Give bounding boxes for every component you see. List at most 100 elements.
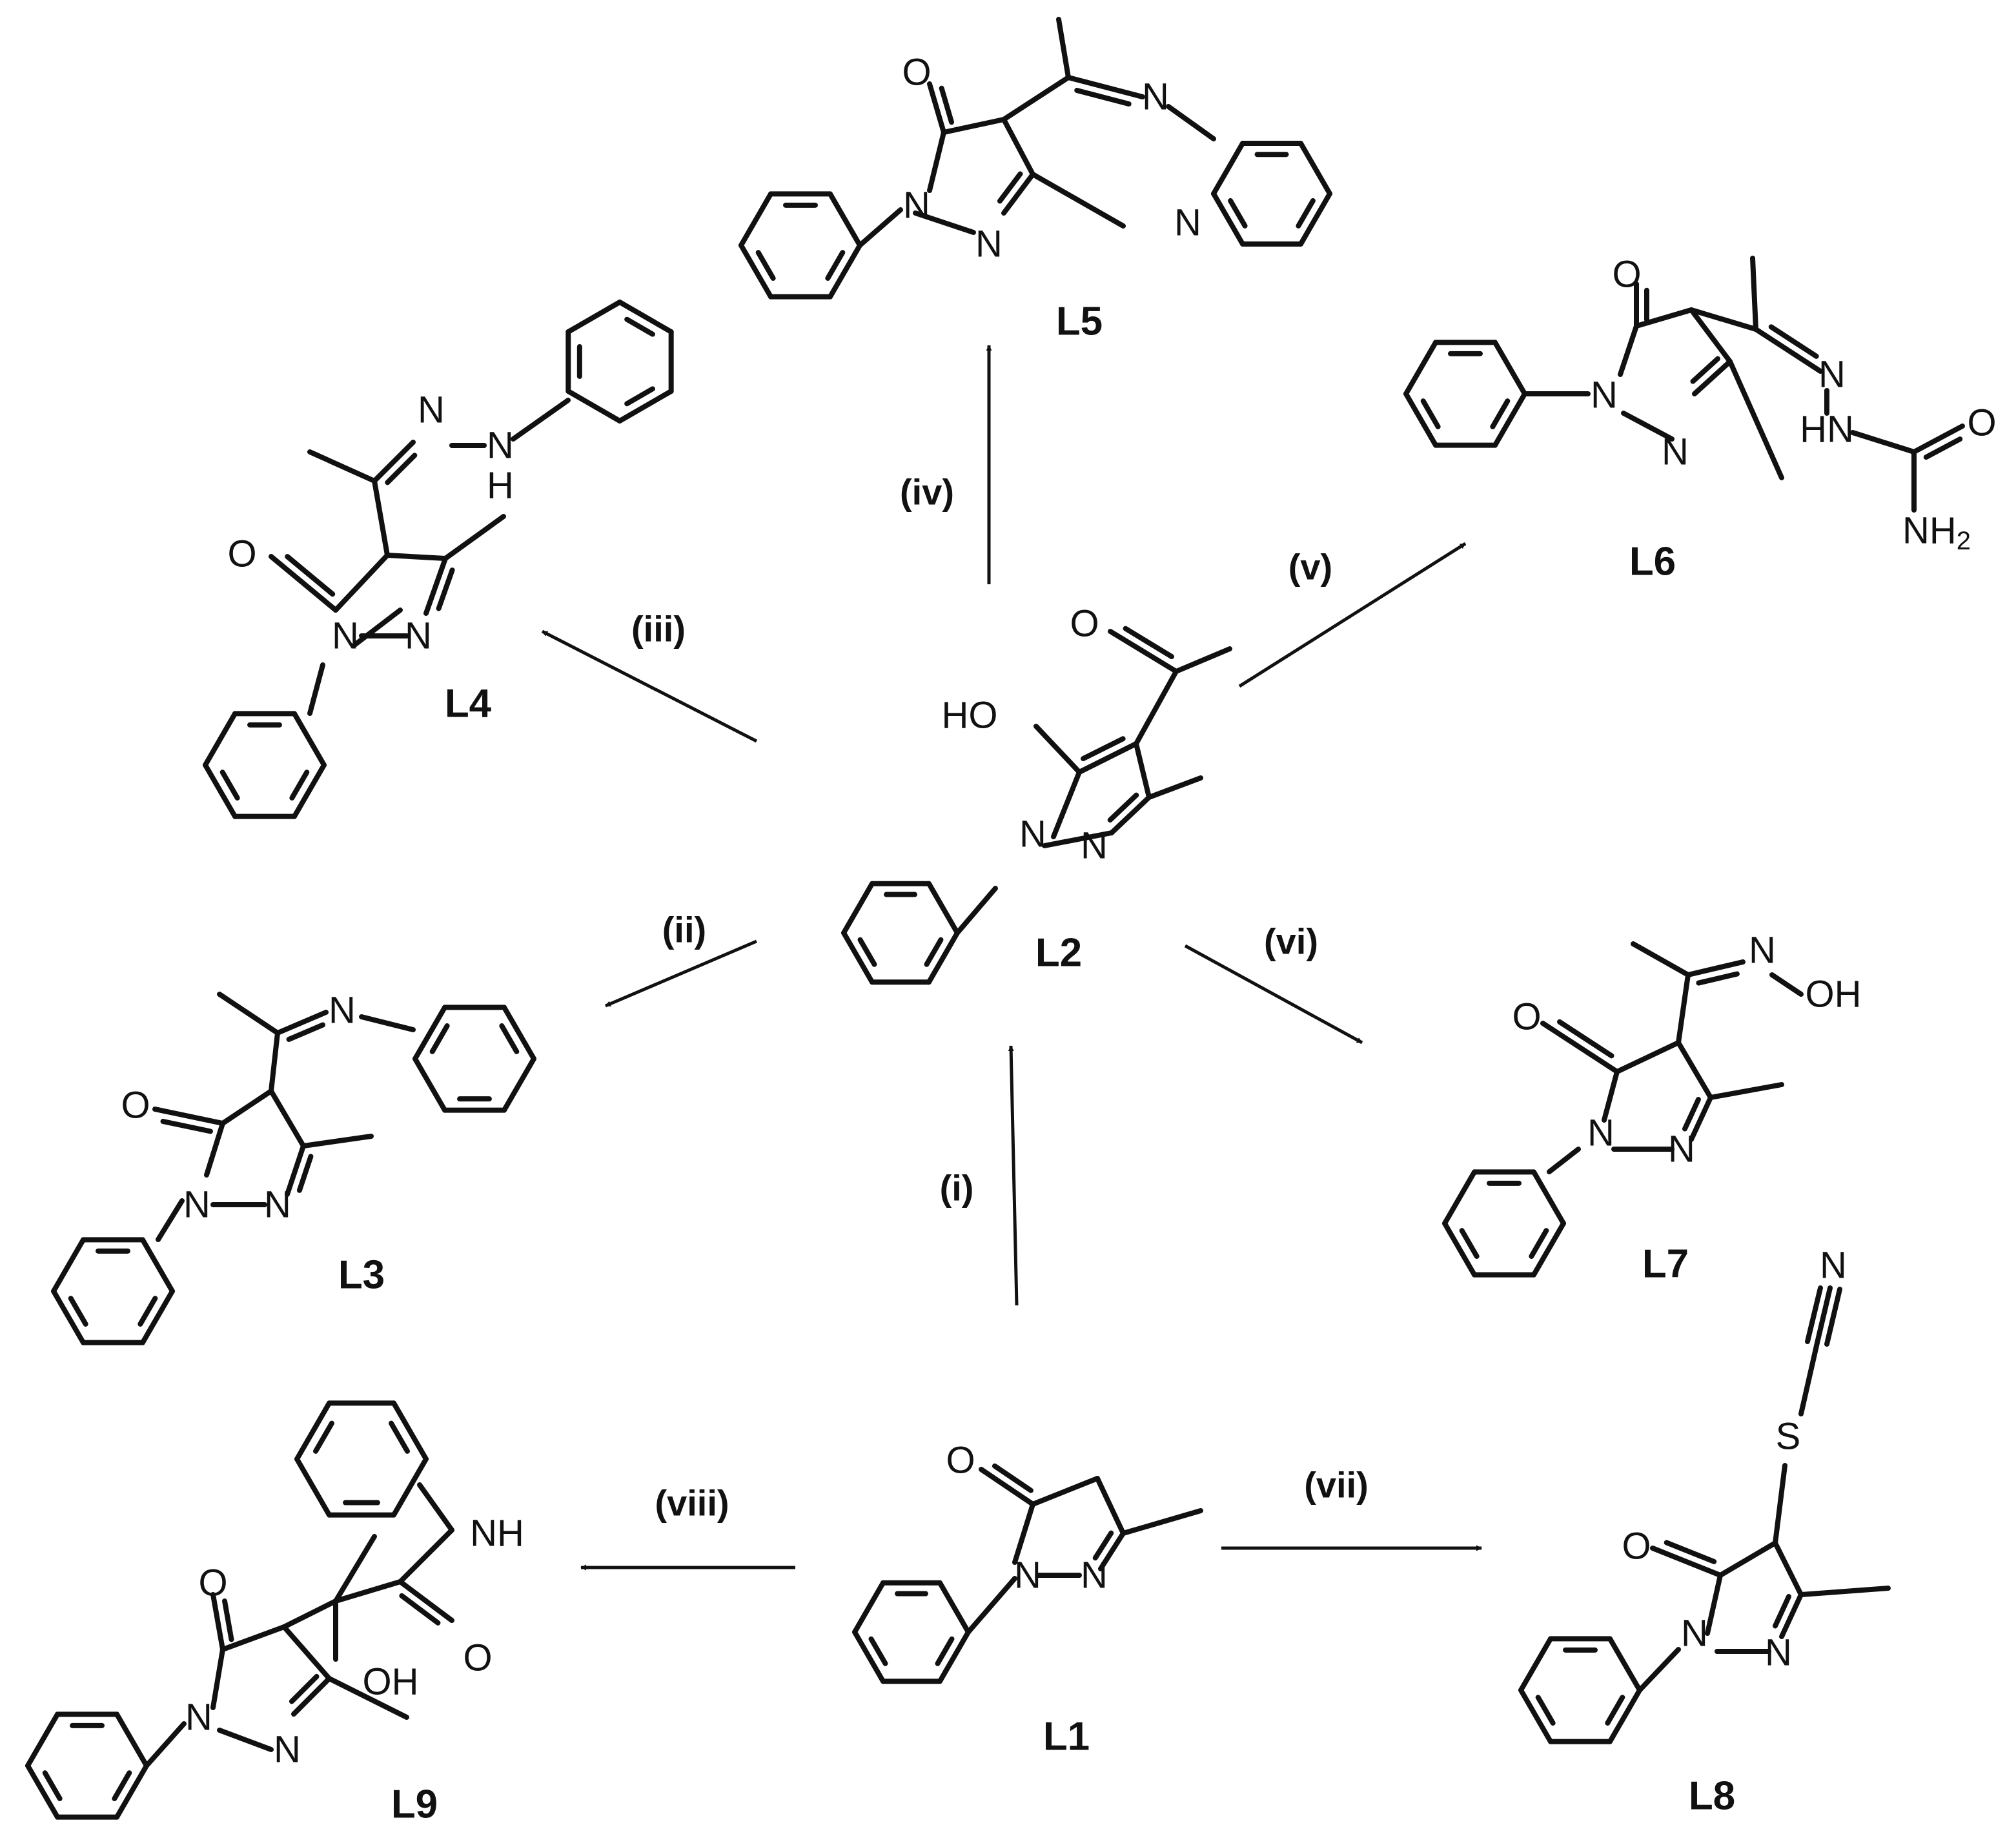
l3-phenyl-bond bbox=[51, 1237, 86, 1294]
l3-carbonyl-o-label: O bbox=[121, 1085, 150, 1127]
bond bbox=[269, 1088, 306, 1149]
double-bond bbox=[152, 1107, 225, 1126]
bond bbox=[281, 1598, 338, 1629]
bond bbox=[1689, 307, 1733, 364]
double-bond-inner bbox=[939, 85, 955, 125]
l5-phenyl-bond bbox=[738, 243, 773, 300]
bond bbox=[156, 1198, 185, 1242]
bond bbox=[307, 449, 377, 484]
bond bbox=[1146, 775, 1203, 800]
l4-phenyl-inner-bond bbox=[289, 770, 310, 801]
l5-phenyl-inner-bond bbox=[825, 250, 846, 281]
double-bond-inner bbox=[222, 1598, 234, 1642]
bond bbox=[1051, 770, 1082, 839]
double-bond bbox=[927, 81, 946, 135]
l6-hydrazone-n-label: N bbox=[1818, 354, 1846, 396]
bond bbox=[913, 210, 976, 235]
l9-benzo-ring-bond bbox=[391, 1400, 429, 1462]
l3-phenyl-bond bbox=[140, 1289, 175, 1345]
bond bbox=[359, 1014, 416, 1032]
double-bond bbox=[1001, 172, 1035, 216]
bond bbox=[511, 398, 571, 442]
l8-phenyl-bond bbox=[1607, 1688, 1642, 1744]
l5-n2-label: N bbox=[975, 223, 1003, 265]
l3-phenyl-bond bbox=[51, 1289, 86, 1345]
l5-phenyl-bond bbox=[828, 243, 862, 300]
l4-nh-h-label: H bbox=[487, 465, 514, 507]
l6-phenyl-inner-bond bbox=[1420, 398, 1441, 429]
bond bbox=[333, 1534, 377, 1604]
step-label-ii: (ii) bbox=[662, 910, 706, 950]
compound-label-L1: L1 bbox=[1043, 1715, 1090, 1759]
l2-n1-label: N bbox=[1019, 813, 1046, 855]
l9-phenyl-inner-bond bbox=[112, 1770, 132, 1801]
l4-phenyl-bond bbox=[292, 762, 327, 819]
l2-phenyl-inner-bond bbox=[924, 937, 944, 967]
double-bond-inner bbox=[1690, 356, 1720, 384]
l7-phenyl-inner-bond bbox=[1529, 1228, 1549, 1259]
l2-n2-label: N bbox=[1081, 825, 1108, 867]
step-label-vii: (vii) bbox=[1304, 1465, 1369, 1506]
bond bbox=[966, 1576, 1017, 1635]
l9-carbonyl-o-label: O bbox=[198, 1562, 227, 1604]
bond bbox=[1614, 1040, 1681, 1074]
triple-bond-inner bbox=[1824, 1287, 1842, 1347]
double-bond-inner bbox=[997, 171, 1023, 204]
double-bond-inner bbox=[1696, 971, 1740, 986]
l6-phenyl-bond bbox=[1492, 340, 1527, 396]
l3-phenyl-2-bond bbox=[502, 1056, 536, 1113]
reaction-arrows bbox=[541, 345, 1482, 1571]
l9-phenyl-bond bbox=[25, 1711, 60, 1768]
l4-phenyl-inner-bond bbox=[219, 770, 240, 801]
double-bond bbox=[1540, 1021, 1620, 1074]
step-label-vi: (vi) bbox=[1264, 921, 1318, 962]
l1-carbonyl-o-label: O bbox=[946, 1440, 975, 1482]
bond bbox=[1631, 941, 1691, 977]
double-bond-inner bbox=[1081, 736, 1126, 762]
step-label-v: (v) bbox=[1288, 547, 1332, 587]
l6-n1-label: N bbox=[1591, 374, 1618, 416]
bond bbox=[333, 1579, 403, 1604]
l6-phenyl-bond bbox=[1492, 391, 1527, 448]
l8-carbonyl-o-label: O bbox=[1622, 1526, 1651, 1567]
bond bbox=[1547, 1147, 1581, 1174]
double-bond bbox=[210, 1592, 225, 1652]
bond bbox=[1621, 411, 1675, 442]
double-bond bbox=[1689, 1095, 1713, 1142]
arrow-L2-to-L3 bbox=[605, 939, 757, 1008]
double-bond-inner bbox=[1107, 792, 1139, 823]
bond bbox=[333, 553, 390, 613]
l6-phenyl-inner-bond bbox=[1490, 398, 1511, 429]
double-bond bbox=[1650, 1546, 1723, 1578]
bond bbox=[220, 1624, 287, 1652]
step-label-i: (i) bbox=[940, 1168, 974, 1209]
l3-phenyl-2-bond bbox=[412, 1005, 447, 1061]
bond bbox=[351, 608, 403, 648]
l9-phenyl-bond bbox=[114, 1763, 149, 1820]
l9-phenyl-inner-bond bbox=[42, 1770, 63, 1801]
l4-phenyl-2-bond bbox=[565, 300, 622, 334]
double-bond-inner bbox=[1664, 1540, 1717, 1564]
bond bbox=[1134, 741, 1152, 800]
double-bond-inner bbox=[289, 1673, 320, 1704]
double-bond bbox=[269, 554, 338, 613]
bond bbox=[1750, 256, 1758, 332]
l4-carbonyl-o-label: O bbox=[227, 533, 256, 575]
double-bond bbox=[1685, 959, 1746, 977]
double-bond-inner bbox=[1074, 87, 1132, 107]
bond bbox=[1637, 1647, 1681, 1693]
l5-pyridyl-bond bbox=[1298, 191, 1332, 247]
l8-phenyl-inner-bond bbox=[1605, 1695, 1625, 1726]
l5-pyridyl-bond bbox=[1211, 141, 1245, 196]
l7-oxime-n-label: N bbox=[1749, 930, 1776, 972]
bond bbox=[1815, 1285, 1833, 1345]
l3-imine-n-label: N bbox=[329, 990, 356, 1032]
l5-carbonyl-o-label: O bbox=[902, 52, 931, 94]
l5-phenyl-inner-bond bbox=[755, 250, 776, 281]
double-bond-inner bbox=[1092, 1530, 1114, 1561]
bond bbox=[1001, 117, 1035, 177]
l8-phenyl-bond bbox=[1518, 1636, 1553, 1693]
double-bond bbox=[1077, 741, 1139, 775]
l7-phenyl-bond bbox=[1442, 1221, 1477, 1278]
bond bbox=[1602, 1069, 1620, 1123]
